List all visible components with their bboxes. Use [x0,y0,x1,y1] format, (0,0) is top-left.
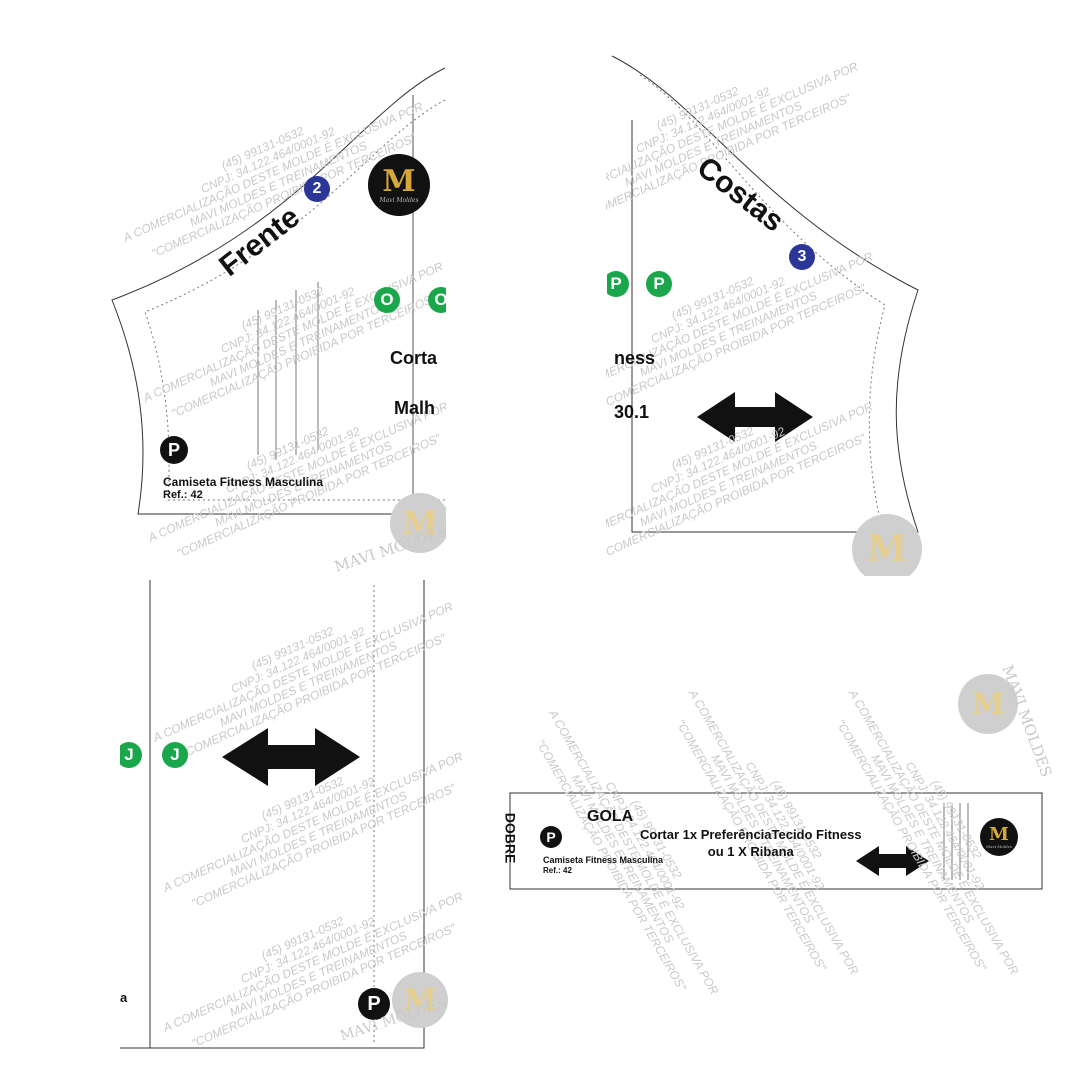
gola-title: GOLA [587,808,634,825]
costas-grain-arrow-icon [697,392,813,442]
frente-gray-logo: M [390,493,450,553]
costas-notch-mark: P [603,271,629,297]
manga-left-clip [90,735,120,775]
costas-bottom-clip [560,576,960,596]
manga-text-fragment: a [120,990,128,1005]
manga-size-badge: P [358,988,390,1020]
gola-ref: Ref.: 42 [543,866,572,875]
manga-gray-logo: M [392,972,448,1028]
frente-size-badge: P [160,436,188,464]
costas-notch-mark: P [646,271,672,297]
frente-cut-text: Corta [390,348,438,368]
frente-logo: M Mavi Moldes [368,154,430,216]
costas-left-clip [560,260,607,310]
gola-product-name: Camiseta Fitness Masculina [543,855,664,865]
frente-product-name: Camiseta Fitness Masculina [163,475,324,489]
gola-fold-label: DOBRE [502,812,519,864]
gola-logo: M Mavi Moldes [980,818,1018,856]
costas-seam-line [639,74,886,521]
frente-notch-mark: O [374,287,400,313]
frente-seam-line [144,99,446,501]
frente-outline [111,67,446,515]
gola-size-badge: P [540,826,562,848]
frente-fabric-text: Malh [394,398,436,418]
gola-outline [509,792,1043,890]
manga-notch-mark: J [116,742,142,768]
gola-grain-arrow-icon [856,846,929,876]
frente-ref: Ref.: 42 [163,489,203,501]
gola-gray-logo: M [958,674,1018,734]
frente-number-badge: 2 [304,176,330,202]
costas-text-fragment: 30.1 [614,402,650,422]
manga-outline [149,580,425,1049]
manga-grain-arrow-icon [222,728,360,786]
gola-cut-instructions: Cortar 1x PreferênciaTecido Fitness ou 1… [640,827,862,859]
costas-text-fragment: ness [614,348,656,368]
costas-number-badge: 3 [789,244,815,270]
costas-outline [611,55,919,533]
costas-gray-logo: M [852,514,922,584]
manga-notch-mark: J [162,742,188,768]
